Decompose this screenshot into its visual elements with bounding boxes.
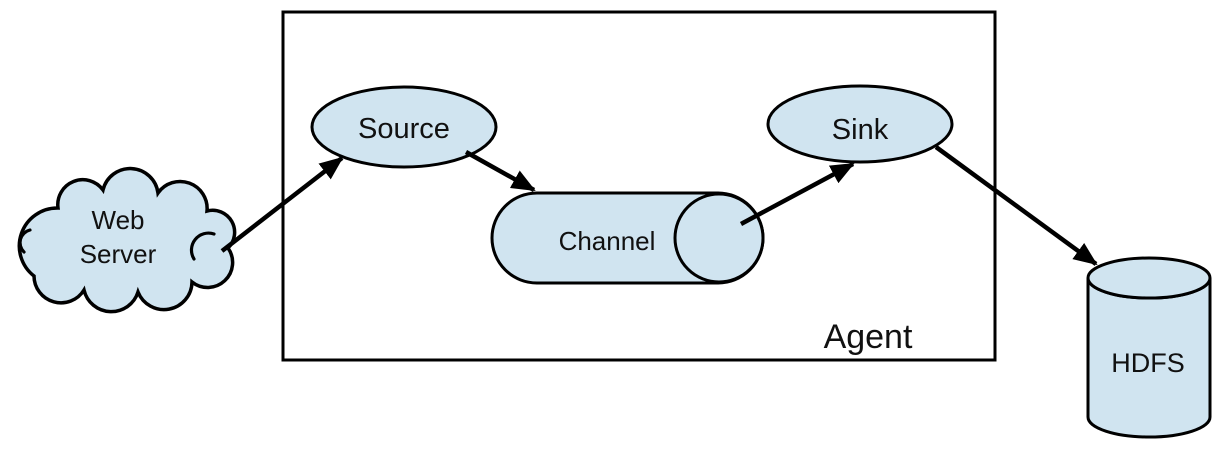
- cloud-curl-right: [189, 231, 216, 261]
- channel-node: Channel: [490, 191, 765, 285]
- source-label: Source: [358, 113, 450, 145]
- sink-node: Sink: [766, 84, 954, 164]
- agent-boundary-box: [281, 10, 997, 362]
- cloud-curl-left: [18, 228, 32, 254]
- source-ellipse: [310, 85, 498, 169]
- arrow-source-to-channel: [464, 150, 536, 192]
- web-server-node: Web Server: [17, 166, 237, 314]
- agent-label: Agent: [824, 318, 913, 356]
- agent-group: Agent: [281, 10, 997, 362]
- hdfs-cylinder-top: [1086, 256, 1212, 300]
- sink-label: Sink: [832, 114, 889, 146]
- web-server-label-line2: Server: [80, 239, 157, 269]
- channel-cylinder-cap: [673, 192, 765, 284]
- channel-label: Channel: [559, 226, 656, 256]
- hdfs-node: HDFS: [1086, 256, 1212, 439]
- arrow-channel-to-sink: [739, 162, 855, 226]
- cloud-icon: [17, 166, 237, 314]
- hdfs-label: HDFS: [1111, 348, 1185, 378]
- arrow-sink-to-hdfs: [934, 145, 1098, 266]
- sink-ellipse: [766, 84, 954, 164]
- web-server-label-line1: Web: [92, 205, 145, 235]
- source-node: Source: [310, 85, 498, 169]
- arrow-web-server-to-source: [220, 156, 344, 253]
